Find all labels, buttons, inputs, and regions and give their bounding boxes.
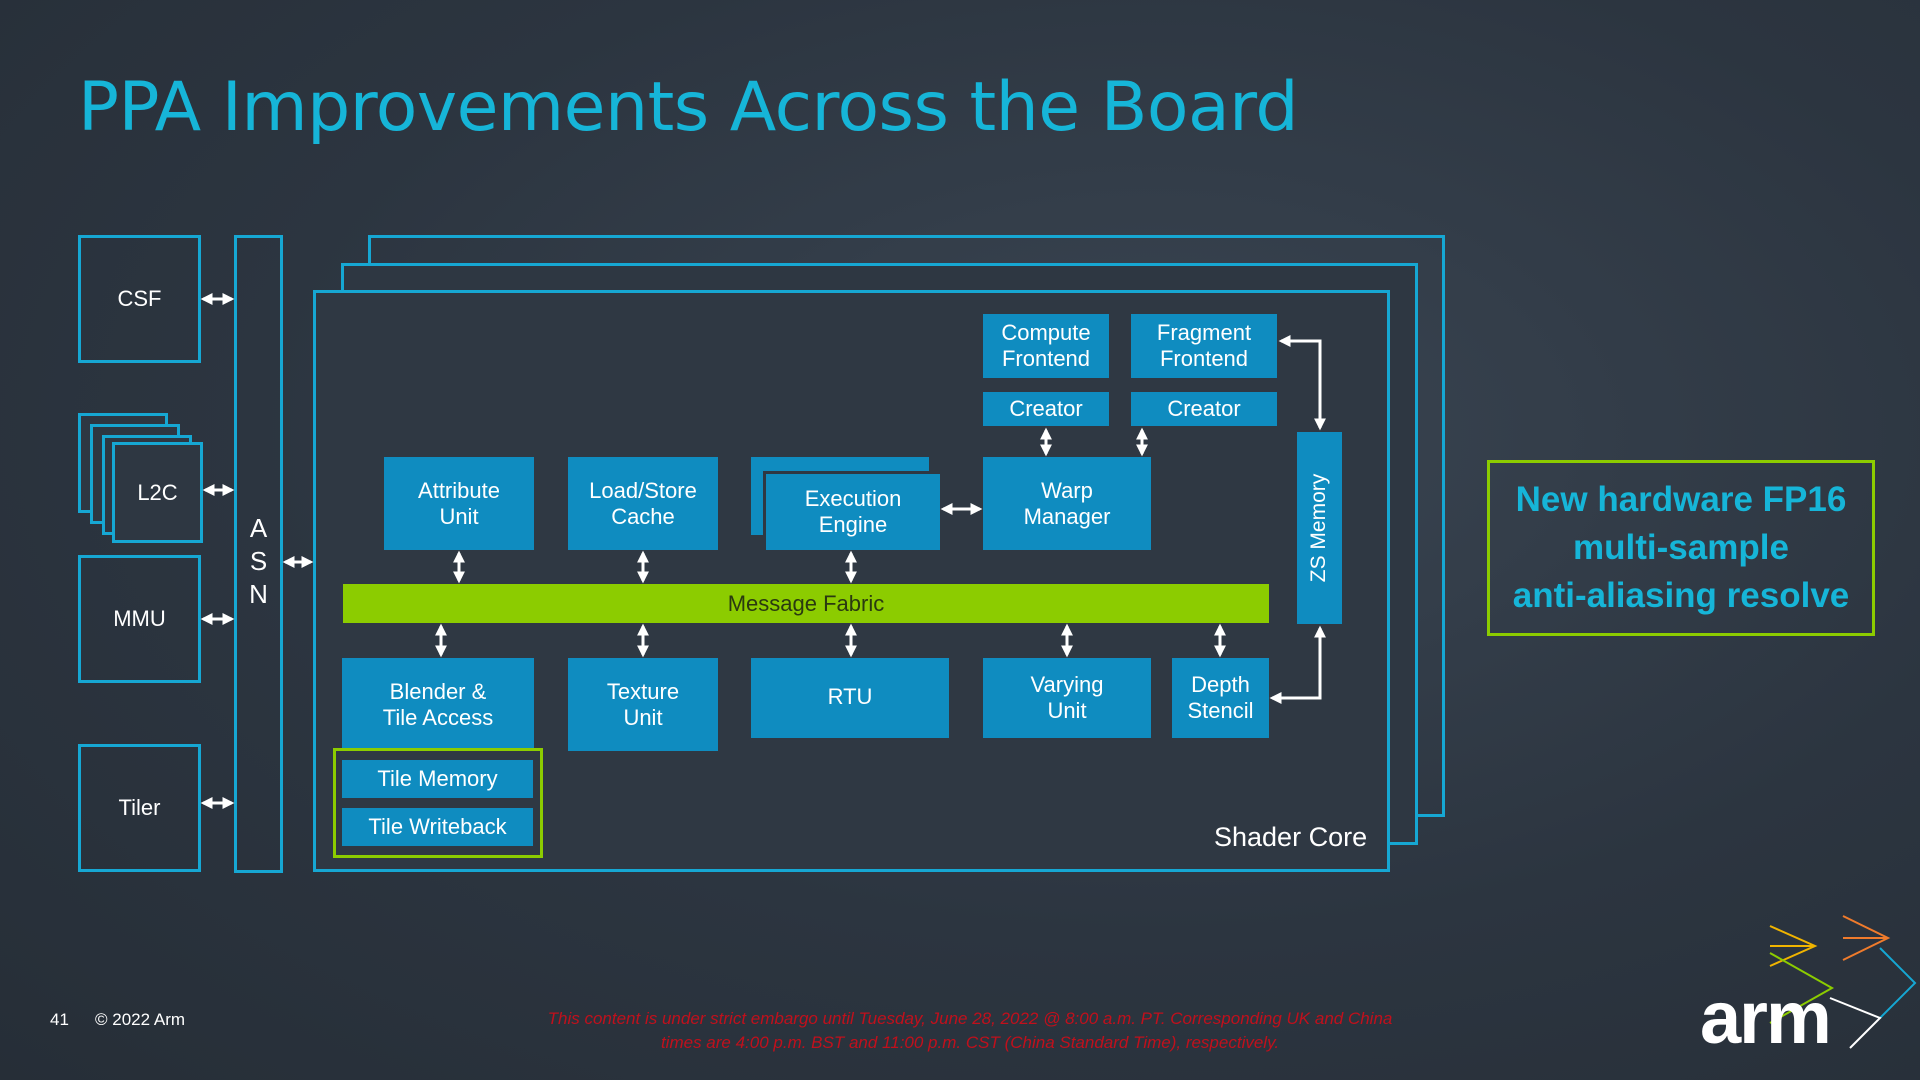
l2c-block: L2C	[112, 442, 203, 543]
compute-frontend-block: Compute Frontend	[983, 314, 1109, 378]
depth-stencil-block: Depth Stencil	[1172, 658, 1269, 738]
execution-engine-block: Execution Engine	[763, 471, 940, 550]
compute-creator-block: Creator	[983, 392, 1109, 426]
load-store-cache-block: Load/Store Cache	[568, 457, 718, 550]
tiler-block: Tiler	[78, 744, 201, 872]
arm-logo: arm	[1700, 976, 1832, 1059]
fragment-zs-arrow	[1278, 335, 1326, 431]
shader-core-label: Shader Core	[1214, 822, 1368, 852]
attribute-unit-block: Attribute Unit	[384, 457, 534, 550]
zs-memory-block	[1297, 432, 1342, 624]
varying-unit-block: Varying Unit	[983, 658, 1151, 738]
texture-unit-block: Texture Unit	[568, 658, 718, 751]
csf-block: CSF	[78, 235, 201, 363]
copyright-text: © 2022 Arm	[95, 1010, 186, 1029]
tile-writeback-block: Tile Writeback	[342, 808, 533, 846]
tile-highlight-box	[333, 748, 543, 858]
mmu-block: MMU	[78, 555, 201, 683]
csf-label: CSF	[117, 286, 162, 311]
tiler-label: Tiler	[118, 795, 161, 820]
mmu-label: MMU	[113, 606, 166, 631]
rtu-block: RTU	[751, 658, 949, 738]
slide-title: PPA Improvements Across the Board	[78, 68, 1299, 147]
warp-manager-block: Warp Manager	[983, 457, 1151, 550]
fragment-creator-block: Creator	[1131, 392, 1277, 426]
message-fabric-bar: Message Fabric	[343, 584, 1269, 623]
page-number: 41	[50, 1010, 69, 1029]
asn-bus	[234, 235, 283, 873]
blender-tile-access-block: Blender & Tile Access	[342, 658, 534, 751]
embargo-notice: This content is under strict embargo unt…	[547, 1009, 1393, 1052]
asn-label: A S N	[249, 513, 268, 609]
fragment-frontend-block: Fragment Frontend	[1131, 314, 1277, 378]
tile-memory-block: Tile Memory	[342, 760, 533, 798]
arm-chevrons-icon	[1769, 915, 1917, 1049]
depth-zs-arrow	[1269, 625, 1326, 704]
l2c-label: L2C	[137, 479, 178, 505]
fp16-msaa-callout: New hardware FP16 multi-sample anti-alia…	[1487, 460, 1875, 636]
